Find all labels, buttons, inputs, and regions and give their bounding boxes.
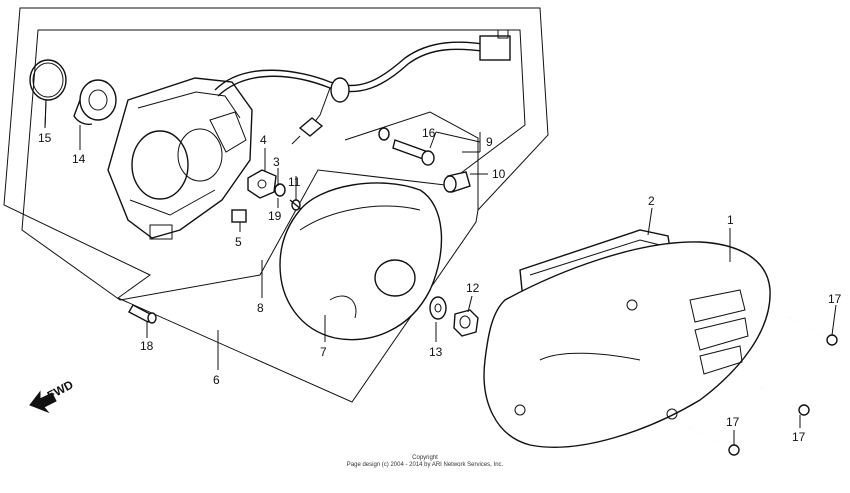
part-15-oring: [29, 59, 67, 129]
label-15: 15: [38, 131, 52, 145]
label-13: 13: [429, 345, 443, 359]
label-10: 10: [492, 167, 506, 181]
label-17a: 17: [828, 292, 842, 306]
part-13-washer: [429, 296, 447, 320]
assembly-6-boundary: [3, 7, 549, 403]
label-9: 9: [486, 135, 493, 149]
pickup-parts: [231, 169, 303, 223]
part-10-cap: [443, 171, 471, 193]
label-14: 14: [72, 152, 86, 166]
label-7: 7: [320, 345, 327, 359]
part-9-shaft: [378, 127, 435, 166]
label-18: 18: [140, 339, 154, 353]
assembly-8-boundary: [21, 29, 526, 301]
label-17c: 17: [726, 415, 740, 429]
label-17b: 17: [792, 430, 806, 444]
label-2: 2: [648, 194, 655, 208]
part-7-rotor: [279, 182, 443, 341]
wire-harness: [214, 29, 511, 145]
part-18-pin: [128, 304, 157, 324]
label-12: 12: [466, 281, 480, 295]
label-16: 16: [422, 126, 436, 140]
label-4: 4: [260, 133, 267, 147]
bolt-17-top: [789, 317, 838, 346]
label-3: 3: [273, 155, 280, 169]
part-14-collar: [73, 79, 117, 150]
bolt-17-middle: [761, 387, 810, 416]
leader-lines: [44, 99, 837, 445]
label-19: 19: [268, 209, 282, 223]
label-5: 5: [235, 235, 242, 249]
part-1-side-cover: [483, 241, 771, 448]
copyright-line-2: Page design (c) 2004 - 2014 by ARI Netwo…: [346, 462, 504, 468]
forward-label: FWD: [45, 377, 76, 402]
copyright-line-1: Copyright: [412, 455, 438, 461]
label-11: 11: [288, 175, 301, 189]
label-6: 6: [213, 373, 220, 387]
label-8: 8: [257, 301, 264, 315]
forward-arrow-icon: [29, 390, 57, 414]
forward-direction-indicator: FWD: [29, 377, 76, 414]
part-12-nut: [453, 309, 479, 337]
label-1: 1: [727, 213, 734, 227]
bolt-17-bottom: [689, 427, 740, 456]
stator-assembly: [107, 77, 253, 240]
